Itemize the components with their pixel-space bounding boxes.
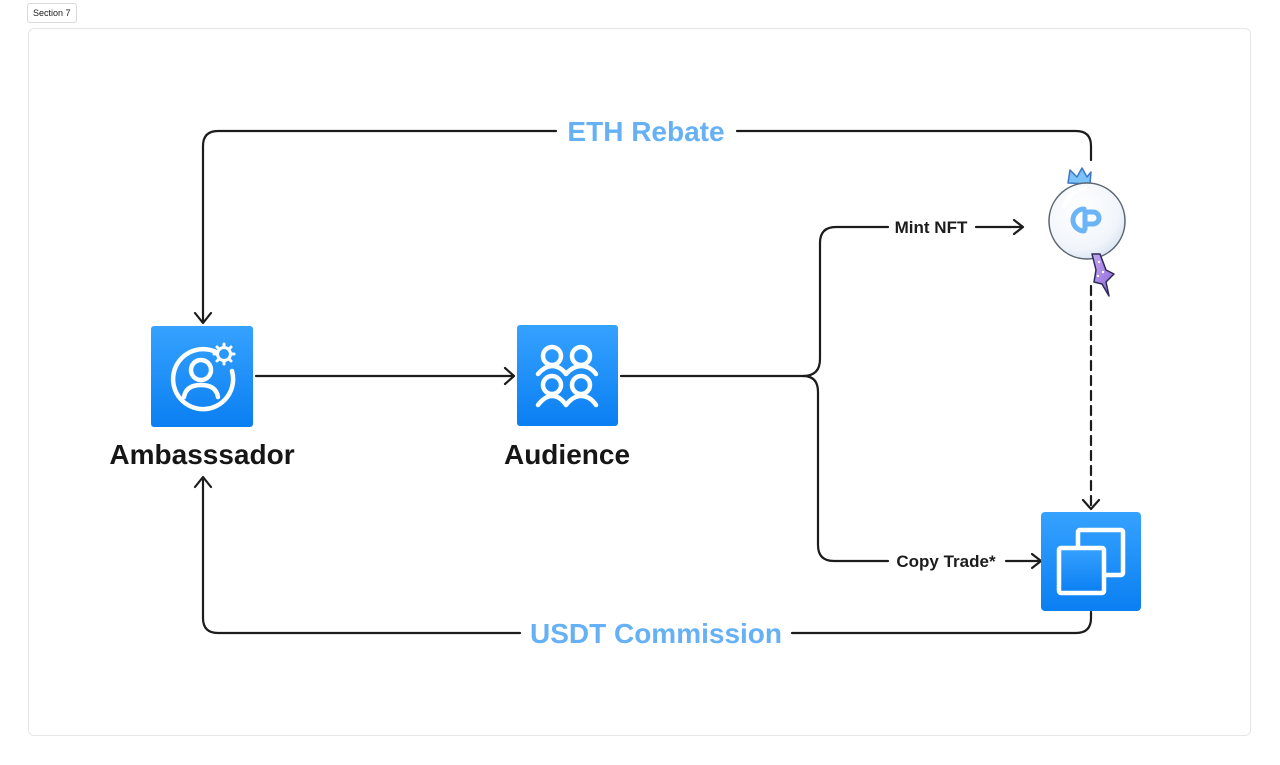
- section-tag[interactable]: Section 7: [27, 3, 77, 23]
- nft-bubble-icon: [1048, 167, 1126, 297]
- copy-icon: [1056, 527, 1126, 596]
- node-audience[interactable]: Audience: [504, 325, 630, 470]
- node-copy-trade[interactable]: [1041, 512, 1141, 611]
- edge-nft-to-copy: [1081, 284, 1101, 511]
- label-copy-trade: Copy Trade*: [896, 552, 996, 571]
- label-eth-rebate: ETH Rebate: [567, 116, 724, 147]
- node-ambassador[interactable]: Ambasssador: [109, 326, 295, 470]
- edge-audience-branches: [619, 225, 890, 563]
- node-nft[interactable]: [1048, 167, 1126, 297]
- arrowhead-usdt-commission: [193, 475, 213, 489]
- label-usdt-commission: USDT Commission: [530, 618, 782, 649]
- edge-usdt-commission: USDT Commission: [193, 475, 1093, 649]
- edge-copy-trade: Copy Trade*: [896, 552, 1043, 571]
- user-gear-icon: [170, 342, 236, 412]
- audience-label: Audience: [504, 439, 630, 470]
- arrowhead-eth-rebate: [193, 311, 213, 325]
- edge-eth-rebate: ETH Rebate: [193, 116, 1093, 325]
- edge-ambassador-to-audience: [254, 366, 516, 386]
- label-mint-nft: Mint NFT: [895, 218, 968, 237]
- arrowhead-audience: [503, 366, 516, 386]
- edge-mint-nft: Mint NFT: [895, 218, 1025, 237]
- ambassador-tile: [151, 326, 253, 427]
- arrowhead-nft-to-copy: [1081, 498, 1101, 511]
- ambassador-label: Ambasssador: [109, 439, 294, 470]
- group-icon: [535, 344, 599, 408]
- arrowhead-mint-nft: [1012, 218, 1025, 236]
